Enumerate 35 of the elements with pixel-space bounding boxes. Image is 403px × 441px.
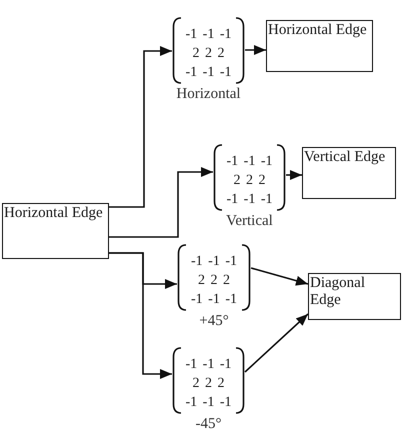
- arrow: [250, 267, 308, 286]
- matrix-row: 2 2 2: [234, 172, 266, 189]
- arrow: [109, 252, 172, 379]
- matrix-row: -1 -1 -1: [191, 253, 237, 270]
- arrow: [245, 45, 266, 55]
- arrow: [286, 170, 302, 180]
- matrix-row: -1 -1 -1: [226, 191, 272, 208]
- matrix-caption: +45°: [199, 313, 229, 330]
- matrix-row: -1 -1 -1: [186, 356, 232, 373]
- matrix-row: -1 -1 -1: [186, 26, 232, 43]
- matrix-caption: -45°: [196, 416, 222, 433]
- arrow: [109, 46, 172, 208]
- matrix-row: -1 -1 -1: [186, 394, 232, 411]
- matrix-row: -1 -1 -1: [226, 153, 272, 170]
- matrix-row: 2 2 2: [192, 45, 224, 62]
- matrix: [172, 17, 245, 84]
- matrix-row: -1 -1 -1: [186, 64, 232, 81]
- process-box: [308, 273, 401, 320]
- matrix-caption: Vertical: [226, 213, 273, 230]
- node-label: Vertical Edge: [304, 149, 386, 166]
- node-label: Horizontal Edge: [268, 22, 367, 39]
- process-box: [2, 203, 109, 259]
- arrow: [109, 167, 213, 238]
- arrow: [244, 313, 309, 373]
- matrix-row: 2 2 2: [192, 375, 224, 392]
- matrix: [213, 144, 286, 211]
- process-box: [302, 147, 396, 199]
- matrix: [177, 244, 251, 311]
- process-box: [266, 20, 373, 72]
- matrix: [172, 347, 245, 414]
- matrix-caption: Horizontal: [176, 86, 241, 103]
- node-label: Horizontal Edge: [4, 205, 103, 222]
- matrix-row: 2 2 2: [198, 272, 230, 289]
- matrix-row: -1 -1 -1: [191, 291, 237, 308]
- node-label: Diagonal Edge: [310, 275, 366, 309]
